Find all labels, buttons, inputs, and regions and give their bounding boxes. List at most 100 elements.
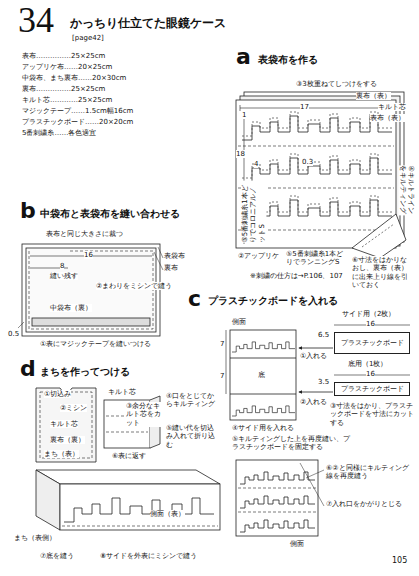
callout-label: 5番刺繍糸……各色適宜 xyxy=(22,129,96,137)
callout-label: 1 xyxy=(242,111,246,119)
callout-label: 裏布 xyxy=(164,264,178,272)
callout-label: 縫い残す xyxy=(50,272,78,280)
page-title: かっちり仕立てた眼鏡ケース xyxy=(70,16,226,30)
callout-label: 18 xyxy=(236,150,245,158)
stitch-line xyxy=(62,526,218,527)
callout-label: 表布（表） xyxy=(370,114,405,122)
callout-label: ⑦底を縫う xyxy=(40,552,74,560)
callout-label: ⑤5番刺繍糸1本どりでランニングS xyxy=(286,250,350,267)
leader-line xyxy=(18,322,24,328)
applique-shape xyxy=(232,406,295,416)
callout-label: [page42] xyxy=(72,34,104,42)
applique-shape xyxy=(242,158,392,182)
case-panel xyxy=(236,460,318,536)
quilting-line xyxy=(238,512,316,513)
gusset-face xyxy=(36,470,60,530)
callout-label: 0.3 xyxy=(302,158,313,166)
callout-label: ⑤5番刺繍糸1本どりでコロニアルノットS xyxy=(241,181,266,243)
callout-label: 裏布（裏） xyxy=(50,436,85,444)
callout-label: 表布と同じ大きさに裁つ xyxy=(46,230,123,238)
case-front xyxy=(60,484,220,530)
callout-label: 側面 xyxy=(290,540,304,548)
callout-label: サイド用（2枚） xyxy=(342,310,395,318)
callout-label: 側面 xyxy=(232,318,246,326)
finish-line xyxy=(362,224,394,247)
dimension-tick xyxy=(240,105,241,111)
section-heading: a xyxy=(236,44,251,70)
section-heading: d xyxy=(20,356,36,382)
callout-label: 0.5 xyxy=(8,330,19,338)
callout-label: 16 xyxy=(366,370,375,378)
callout-label: ③余分なキルト芯をカット xyxy=(126,402,164,427)
node-text: プラスチックボード xyxy=(341,339,404,347)
callout-label: ⑤キルティングした上を再度縫い、プラスチックボードを固定する xyxy=(232,435,356,452)
callout-label: まち（表側） xyxy=(14,534,56,542)
callout-label: ②ミシン xyxy=(60,404,87,412)
leader-line xyxy=(306,470,324,478)
callout-label: ⑥②と同様にキルティング線を再度縫う xyxy=(326,464,412,481)
insert-arrow xyxy=(299,392,333,393)
callout-label: 8 xyxy=(60,262,64,270)
gusset-parts xyxy=(36,388,220,530)
callout-label: 3.5 xyxy=(318,378,329,386)
applique-shape xyxy=(240,496,315,508)
callout-label: ②まわりをミシンで縫う xyxy=(96,282,172,290)
callout-label: 底用（1枚） xyxy=(348,360,387,368)
callout-label: ①入れる xyxy=(300,352,327,360)
callout-label: 16 xyxy=(84,251,93,259)
callout-label: 表袋布 xyxy=(164,252,185,260)
section-heading: プラスチックボードを入れる xyxy=(208,295,338,307)
callout-label: 裏布……………25×25cm xyxy=(22,85,105,93)
callout-label: 裏布（表） xyxy=(356,92,391,100)
dimension-line xyxy=(226,330,227,358)
callout-label: まち（表） xyxy=(44,450,79,458)
callout-label: キルト芯 xyxy=(108,388,136,396)
section-heading: まちを作ってつける xyxy=(40,366,130,378)
callout-label: ④口をとじてからキルティング xyxy=(166,392,220,409)
callout-label: 6.5 xyxy=(318,331,329,339)
callout-label: 4 xyxy=(254,160,258,168)
callout-label: ①切込み xyxy=(44,390,71,398)
callout-label: キルト芯…………25×25cm xyxy=(22,96,112,104)
applique-shape xyxy=(240,472,315,484)
quilting-line xyxy=(238,488,316,489)
callout-label: マジックテープ……1.5cm幅16cm xyxy=(22,107,133,115)
case-panel xyxy=(230,330,296,420)
board-box: プラスチックボード xyxy=(334,382,410,396)
section-heading: 中袋布と表袋布を縫い合わせる xyxy=(40,208,180,220)
section-heading: b xyxy=(20,198,36,224)
fold-line xyxy=(230,394,296,395)
callout-label: ③3枚重ねてしつけをする xyxy=(296,80,377,88)
callout-label: キルト芯 xyxy=(378,103,406,111)
stitch-line xyxy=(40,392,92,458)
callout-label: 中袋布（裏） xyxy=(50,304,92,312)
callout-label: アップリケ布……20×25cm xyxy=(22,63,112,71)
outer-bag-panel xyxy=(236,92,406,258)
callout-label: ※刺繍の仕方は→P.106、107 xyxy=(250,272,343,280)
callout-label: 7 xyxy=(220,340,224,348)
callout-label: ③寸法をはかり、プラスチックボードを寸法にカットする xyxy=(330,402,416,427)
insert-arrow xyxy=(299,348,333,349)
callout-label: 底 xyxy=(258,371,265,379)
case-top xyxy=(36,470,220,484)
applique-shape xyxy=(64,498,214,522)
callout-label: ④キルトラインをキルティング xyxy=(399,165,416,215)
section-heading: 表袋布を作る xyxy=(258,54,318,66)
dimension-line xyxy=(240,108,392,109)
quilting-line xyxy=(238,146,394,147)
callout-label: ⑥表に返す xyxy=(112,452,146,460)
callout-label: ⑧サイドを外表にミシンで縫う xyxy=(100,552,197,560)
node-text: プラスチックボード xyxy=(341,385,404,393)
project-number: 34 xyxy=(18,2,54,38)
callout-label: 105 xyxy=(392,556,407,566)
callout-label: 中袋布、まち裏布……20×30cm xyxy=(22,74,126,82)
callout-label: 表布……………25×25cm xyxy=(22,52,105,60)
callout-label: ②入れる xyxy=(300,398,327,406)
board-box: プラスチックボード xyxy=(334,332,410,354)
callout-label: ⑥寸法をはかりなおし、裏布（表）に出来上り線を引いておく xyxy=(352,256,414,290)
running-stitch xyxy=(242,154,392,178)
leader-line xyxy=(158,247,163,258)
section-heading: c xyxy=(188,286,201,312)
applique-shape xyxy=(232,342,295,352)
